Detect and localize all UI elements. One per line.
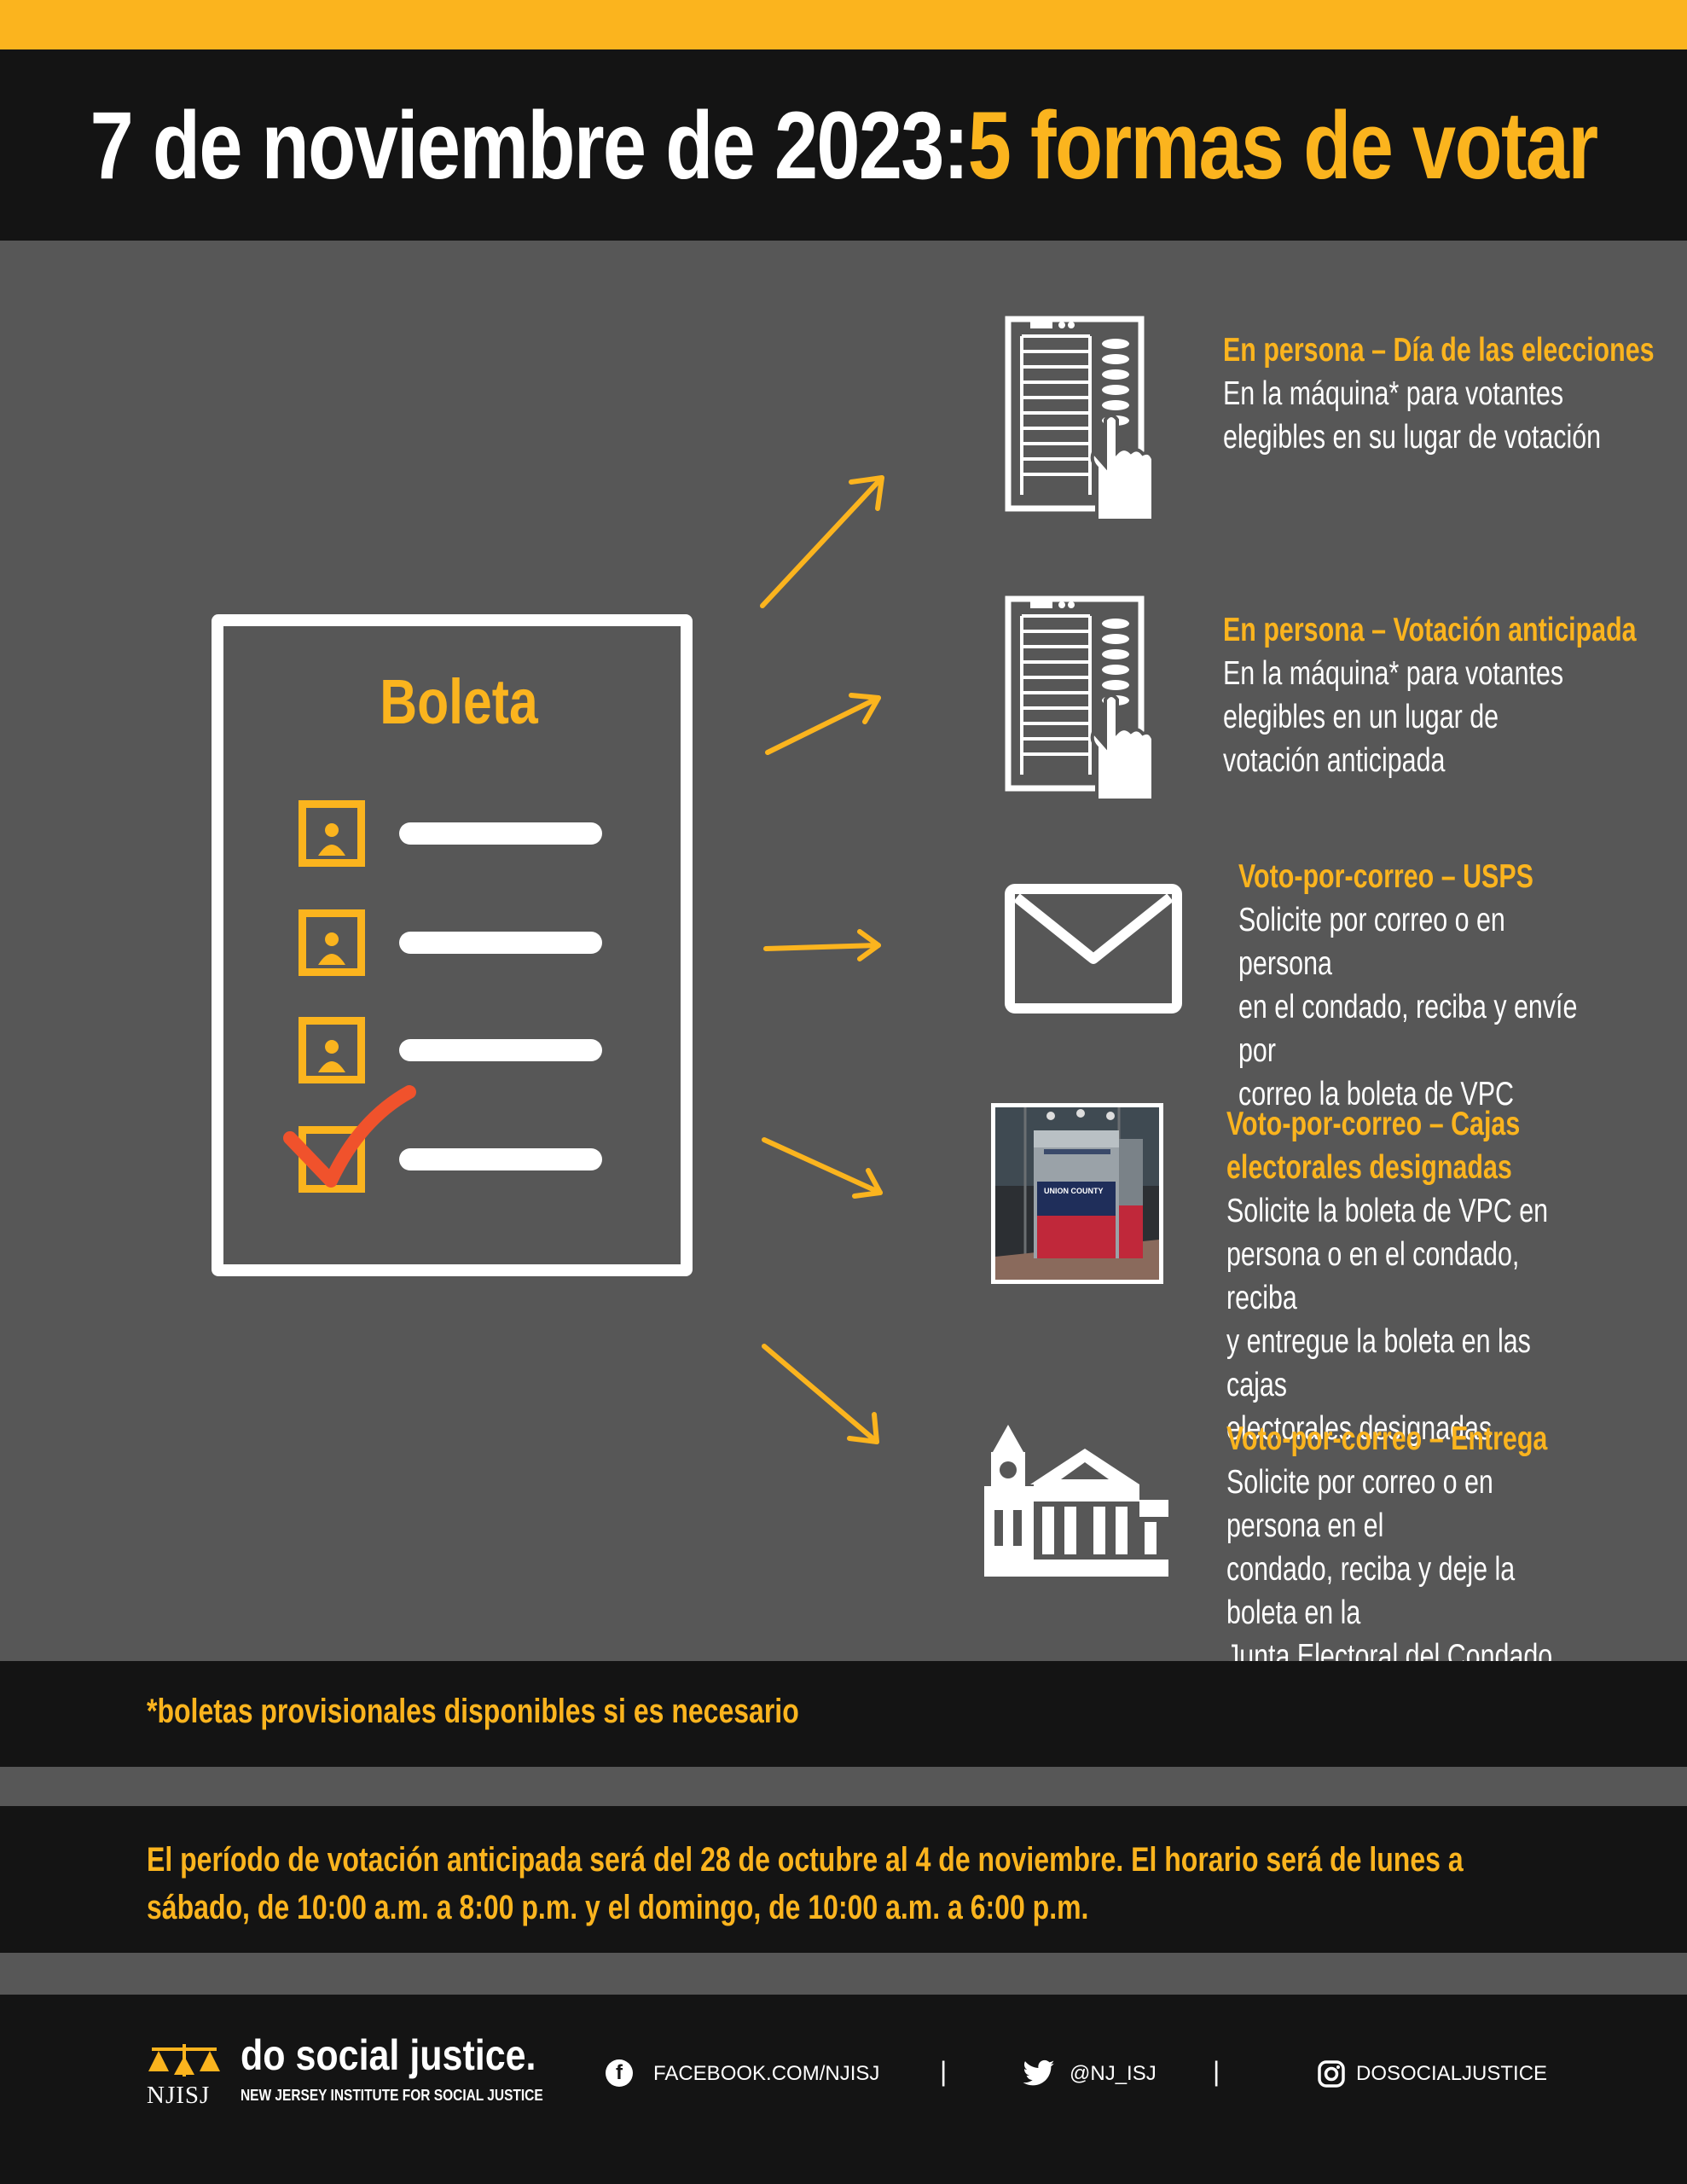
ballot-illustration [212,614,693,1276]
method-title: Voto-por-correo – USPS [1238,858,1533,895]
county-building-icon [984,1425,1168,1577]
dropbox-sign-text: UNION COUNTY [1044,1187,1104,1195]
candidate-photo-icon [299,909,365,976]
provisional-ballot-note: *boletas provisionales disponibles si es… [147,1693,799,1730]
method-in-person-election-day: En persona – Día de las elecciones En la… [1223,328,1687,459]
twitter-link[interactable]: @NJ_ISJ [1070,2062,1157,2085]
header-band [0,49,1687,241]
envelope-icon [1005,884,1182,1014]
method-description: Solicite por correo o en persona en el c… [1238,902,1578,1112]
footer-separator: | [1213,2056,1220,2087]
brand-tagline: do social justice. [241,2031,536,2079]
method-mail-hand-delivery: Voto-por-correo – Entrega Solicite por c… [1226,1417,1687,1678]
organization-name: NEW JERSEY INSTITUTE FOR SOCIAL JUSTICE [241,2087,543,2104]
candidate-name-line [399,932,602,954]
arrow-icon [760,475,884,608]
method-title: Voto-por-correo – Entrega [1226,1420,1548,1457]
facebook-icon[interactable]: f [606,2059,633,2087]
method-title: En persona – Día de las elecciones [1223,332,1655,369]
method-description: En la máquina* para votantes elegibles e… [1223,655,1564,779]
candidate-name-line [399,1148,602,1170]
page-title: 7 de noviembre de 2023: 5 formas de vota… [90,49,1598,241]
voting-machine-icon [1005,595,1155,802]
method-description: En la máquina* para votantes elegibles e… [1223,375,1602,456]
candidate-photo-icon [299,1017,365,1083]
footer [0,1995,1687,2184]
provisional-note-band [0,1661,1687,1767]
scales-of-justice-logo-icon [148,2044,220,2077]
early-voting-note: El período de votación anticipada será d… [147,1841,1464,1926]
drop-box-photo: UNION COUNTY [991,1103,1163,1284]
title-highlight: 5 formas de votar [967,91,1598,199]
arrow-icon [762,1137,883,1199]
facebook-link[interactable]: FACEBOOK.COM/NJISJ [653,2062,880,2085]
title-date: 7 de noviembre de 2023: [90,91,970,199]
candidate-name-line [399,822,602,845]
candidate-photo-icon [299,800,365,867]
method-title: Voto-por-correo – Cajas electorales desi… [1226,1106,1521,1186]
instagram-link[interactable]: DOSOCIALJUSTICE [1356,2062,1548,2085]
voting-machine-icon [1005,316,1155,522]
early-voting-band [0,1806,1687,1953]
top-accent-bar [0,0,1687,49]
arrow-icon [765,693,881,755]
method-mail-drop-boxes: Voto-por-correo – Cajas electorales desi… [1226,1102,1687,1450]
footer-separator: | [940,2056,948,2087]
method-mail-usps: Voto-por-correo – USPS Solicite por corr… [1238,855,1687,1116]
method-description: Solicite la boleta de VPC en persona o e… [1226,1193,1549,1447]
twitter-icon[interactable] [1022,2059,1056,2088]
arrow-icon [763,929,881,961]
ballot-label: Boleta [380,666,538,737]
red-checkmark-icon [283,1085,416,1188]
njisj-logo-text: NJISJ [147,2082,211,2109]
candidate-name-line [399,1039,602,1061]
method-in-person-early-voting: En persona – Votación anticipada En la m… [1223,608,1687,782]
method-description: Solicite por correo o en persona en el c… [1226,1464,1553,1675]
method-title: En persona – Votación anticipada [1223,612,1637,648]
arrows-group [760,475,884,1444]
instagram-icon[interactable] [1317,2059,1346,2088]
arrow-icon [762,1344,879,1444]
